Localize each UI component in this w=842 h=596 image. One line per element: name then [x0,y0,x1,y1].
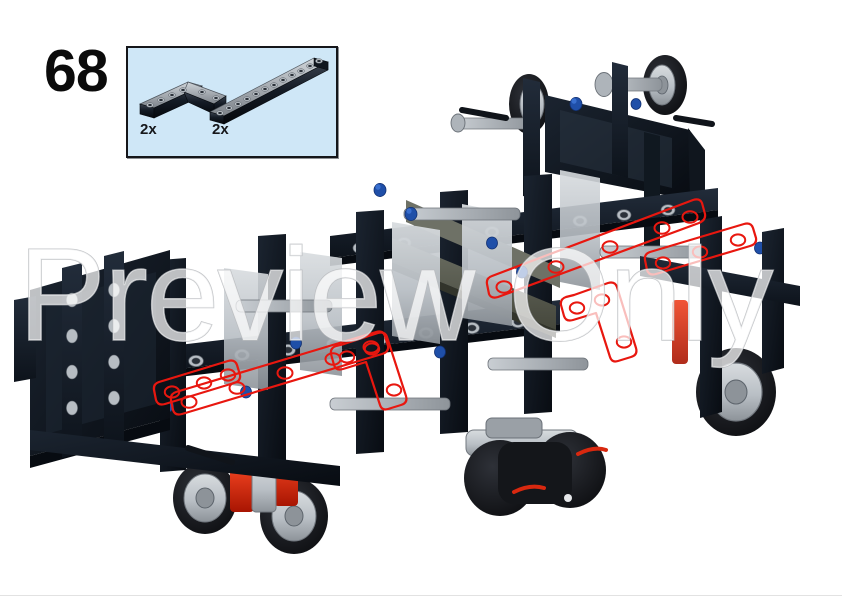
axle-stubs [185,107,715,465]
highlight-bent-beam-left [329,331,408,411]
highlight-bent-beam-center [559,281,638,363]
highlight-holes-bent-left [338,342,403,397]
model-rear-section [450,55,705,250]
highlight-beam-far-left [152,359,242,406]
rear-wheel-hub-right [594,55,687,115]
steering-motor-assembly [464,417,608,516]
new-part-highlights [152,198,758,416]
highlight-straight-beam-upper-right [485,198,707,299]
highlight-holes-upper-right [495,210,699,294]
part-straight-beam-quantity: 2x [212,121,229,138]
highlight-beam-right [643,222,758,276]
part-angled-beam-quantity: 2x [140,121,157,138]
part-straight-beam [206,50,334,130]
part-angled-beam [136,74,232,130]
left-frame-beams [62,251,124,458]
highlight-holes-far-left [163,368,237,399]
step-number: 68 [44,38,109,104]
model-front-section [14,250,340,554]
highlight-holes-bent-center [568,293,633,349]
model-right-section [640,216,800,436]
front-left-gear-cluster [173,462,328,554]
highlight-holes-right [654,233,747,270]
parts-callout-box: 2x [126,46,338,158]
